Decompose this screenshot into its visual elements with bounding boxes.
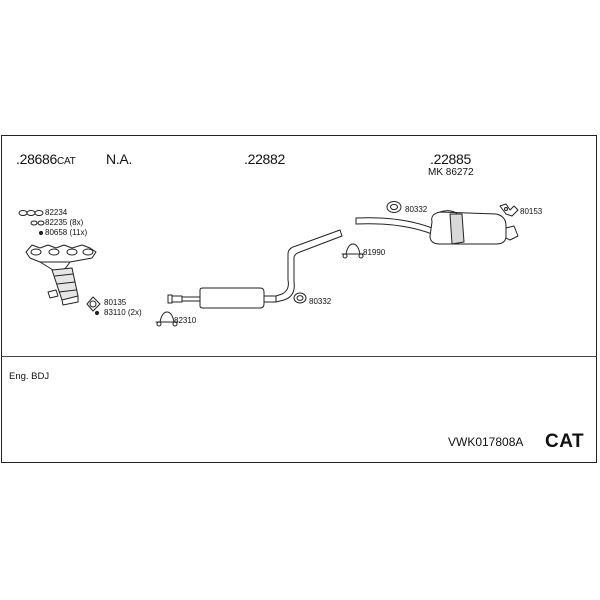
nut-80658-icon — [38, 230, 44, 236]
gasket-82235-icon — [30, 220, 45, 226]
part-83110-label: 83110 (2x) — [104, 308, 142, 317]
footer-divider — [1, 356, 597, 357]
part-28686-label: .28686CAT — [16, 151, 76, 167]
part-80332-label-lower: 80332 — [309, 297, 332, 306]
part-80332-label-upper: 80332 — [405, 205, 428, 214]
clamp-81990-icon — [341, 243, 365, 259]
part-82234-label: 82234 — [45, 208, 68, 217]
gasket-82234-icon — [18, 210, 44, 216]
gasket-80135-icon — [86, 296, 101, 312]
kit-code: VWK017808A — [448, 435, 524, 449]
na-label: N.A. — [106, 151, 133, 167]
exhaust-manifold-icon — [25, 244, 97, 273]
part-22885-label: .22885 — [430, 151, 472, 167]
part-82310-label: 82310 — [174, 316, 197, 325]
cat-label: CAT — [545, 431, 585, 452]
bolt-83110-icon — [94, 310, 100, 316]
part-80153-label: 80153 — [520, 207, 543, 216]
part-81990-label: 81990 — [363, 248, 386, 257]
catalytic-converter-icon — [47, 267, 79, 306]
part-22882-label: .22882 — [244, 151, 286, 167]
engine-code: Eng. BDJ — [9, 371, 50, 382]
mk-label: MK 86272 — [428, 167, 474, 178]
part-80658-label: 80658 (11x) — [45, 228, 88, 237]
clamp-82310-icon — [155, 311, 179, 327]
rubber-hanger-80332-upper-icon — [386, 201, 402, 213]
part-82235-label: 82235 (8x) — [45, 218, 84, 227]
rubber-hanger-80332-lower-icon — [293, 292, 307, 304]
part-80135-label: 80135 — [104, 298, 127, 307]
front-pipe-middle-silencer-icon — [167, 229, 343, 309]
rubber-hanger-80153-icon — [499, 203, 519, 217]
rear-silencer-icon — [355, 210, 519, 245]
diagram-frame — [1, 135, 597, 463]
